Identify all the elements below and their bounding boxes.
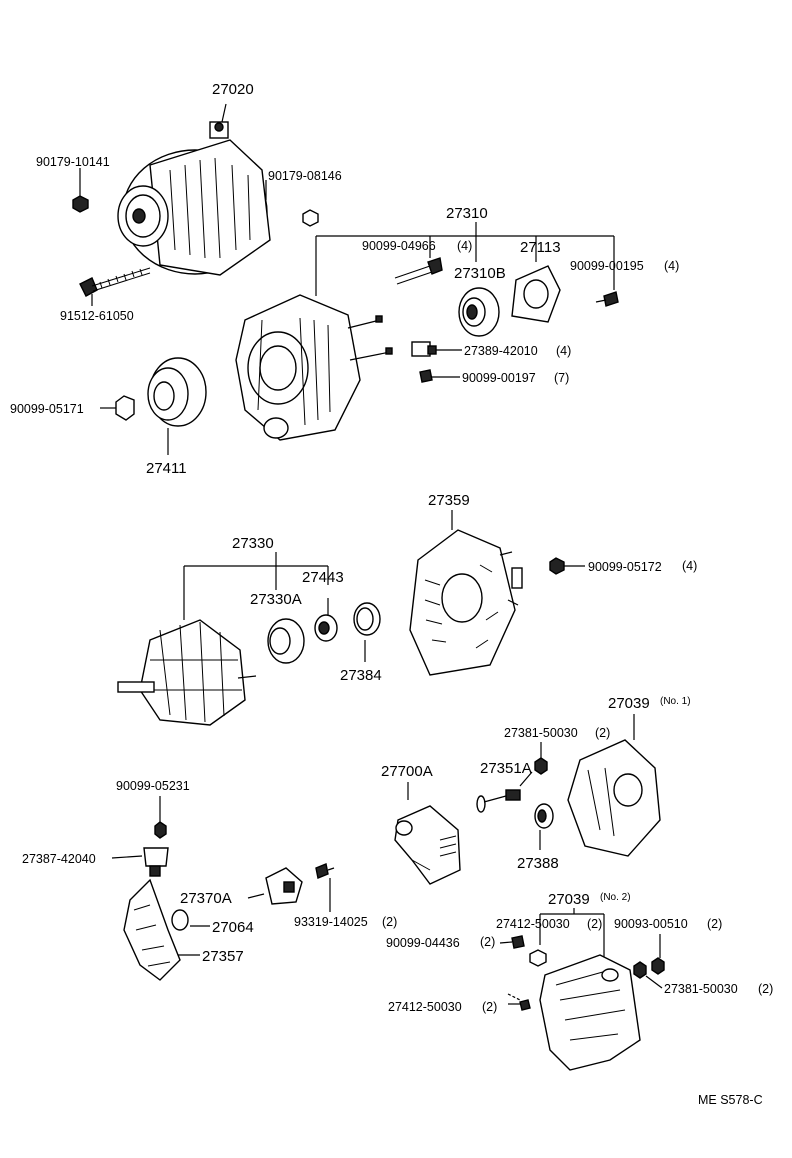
insulator-27064 [171,909,210,931]
label-27388: 27388 [517,855,559,872]
label-27039-no1-note: (No. 1) [660,696,691,707]
label-90099-05171: 90099-05171 [10,402,84,416]
label-90099-00195: 90099-00195 [570,259,644,273]
screw-27412-50030-b [507,993,531,1011]
label-90179-10141: 90179-10141 [36,155,110,169]
label-27387-42040: 27387-42040 [22,852,96,866]
label-27113: 27113 [520,239,561,256]
drive-end-frame [235,294,393,441]
label-27412-50030-b-qty: (2) [482,1000,497,1014]
label-27381-50030-b: 27381-50030 [664,982,738,996]
nut-90099-05172 [549,557,585,575]
label-27351A: 27351A [480,760,532,777]
cover-27443 [314,614,338,642]
label-90099-05231: 90099-05231 [116,779,190,793]
label-27330A: 27330A [250,591,302,608]
nut-90093-00510 [651,957,665,975]
retainer-plate-27113 [511,265,561,323]
nut-90179-08146 [265,180,319,227]
label-27381-50030-a-qty: (2) [595,726,610,740]
terminal-27387-42040 [143,847,169,877]
label-27412-50030-a: 27412-50030 [496,917,570,931]
label-90099-00197-qty: (7) [554,371,569,385]
stud-90099-04966 [394,257,443,285]
leader-27370A [247,893,265,899]
leader-27387-42040 [111,855,143,859]
label-27381-50030-b-qty: (2) [758,982,773,996]
seal-27388 [534,803,554,850]
screw-93319-14025 [315,863,335,912]
ring-27384 [353,602,381,662]
screw-90099-00195 [595,291,619,307]
nut-90099-05171 [100,395,135,421]
rectifier-end-frame [409,529,523,676]
bolt-91512-61050 [79,267,151,306]
screw-90099-04436 [499,935,525,949]
label-90179-08146: 90179-08146 [268,169,342,183]
label-27039-no1: 27039 [608,695,650,712]
rotor-27330 [117,619,257,726]
label-27389-42010: 27389-42010 [464,344,538,358]
label-27039-no2-note: (No. 2) [600,892,631,903]
label-27389-42010-qty: (4) [556,344,571,358]
nut-27412-50030-a [529,949,547,967]
nut-27381-50030-a [534,757,548,775]
brush-27351A [476,789,521,813]
label-90099-04436: 90099-04436 [386,936,460,950]
nut-27381-50030-b [633,961,663,989]
label-90099-04966: 90099-04966 [362,239,436,253]
label-27359: 27359 [428,492,470,509]
nut-90179-10141 [72,168,89,213]
label-90099-05172-qty: (4) [682,559,697,573]
label-90099-04966-qty: (4) [457,239,472,253]
label-27381-50030-a: 27381-50030 [504,726,578,740]
label-90099-04436-qty: (2) [480,935,495,949]
rectifier-27357 [123,878,200,981]
label-27411: 27411 [146,460,187,477]
screw-90099-00197 [419,369,460,383]
label-90093-00510-qty: (2) [707,917,722,931]
insulator-27389-42010 [411,341,462,357]
nut-90099-05231 [154,821,167,839]
rear-cover-no1 [567,739,661,857]
label-90099-00195-qty: (4) [664,259,679,273]
rear-cover-no2 [539,954,641,1071]
label-91512-61050: 91512-61050 [60,309,134,323]
label-27039-no2: 27039 [548,891,590,908]
reference-code: ME S578-C [698,1093,763,1107]
label-27310B: 27310B [454,265,506,282]
label-90099-00197: 90099-00197 [462,371,536,385]
label-93319-14025: 93319-14025 [294,915,368,929]
regulator-27370A [265,867,303,905]
label-27370A: 27370A [180,890,232,907]
bearing-27310B [458,287,500,337]
label-27330: 27330 [232,535,274,552]
label-27357: 27357 [202,948,244,965]
label-27020: 27020 [212,81,254,98]
alternator-assembly [117,103,271,276]
label-27384: 27384 [340,667,382,684]
label-27310: 27310 [446,205,488,222]
bearing-27330A [267,618,305,664]
pulley-27411 [147,357,207,455]
label-93319-14025-qty: (2) [382,915,397,929]
label-27700A: 27700A [381,763,433,780]
label-90099-05172: 90099-05172 [588,560,662,574]
leader-27351A [519,771,533,787]
label-27412-50030-b: 27412-50030 [388,1000,462,1014]
label-90093-00510: 90093-00510 [614,917,688,931]
label-27412-50030-a-qty: (2) [587,917,602,931]
brush-holder-27700A [394,805,461,885]
label-27064: 27064 [212,919,254,936]
label-27443: 27443 [302,569,344,586]
